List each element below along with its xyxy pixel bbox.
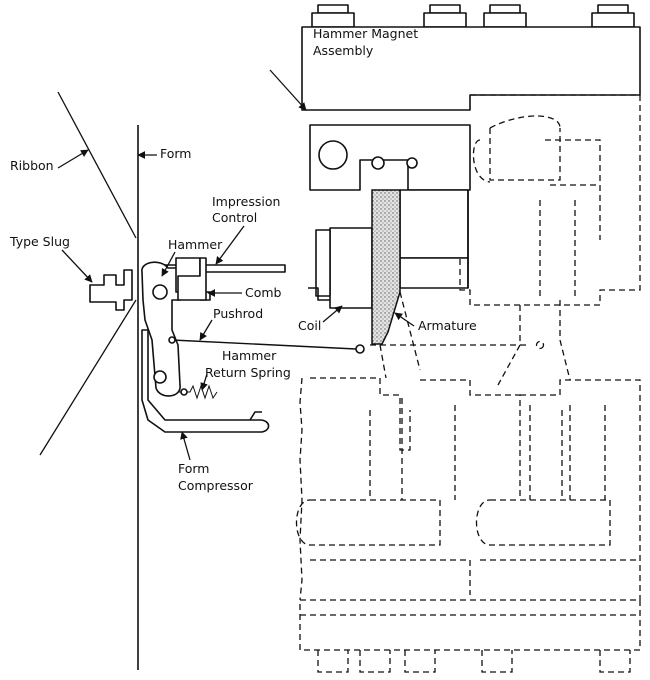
comb-shape [177,257,207,301]
form-label: Form [160,146,192,161]
form-compressor [141,329,270,433]
impression-control-label: Impression [212,194,280,209]
form-compressor-label-2: Compressor [178,478,254,493]
armature-label: Armature [418,318,477,333]
adjacent-hammer-units [296,94,641,673]
armature-shape [371,189,401,345]
ribbon-line-lower [39,299,137,456]
form-compressor-label: Form [178,461,210,476]
hammer-magnet-assembly-label: Hammer Magnet [313,26,418,41]
ribbon-line [57,91,137,239]
coil-body [329,227,373,309]
impression-control-label-2: Control [212,210,257,225]
pushrod-label: Pushrod [213,306,263,321]
type-slug-label: Type Slug [9,234,70,249]
hammer-magnet-assembly [301,26,641,309]
hammer-label: Hammer [168,237,223,252]
pushrod-line [171,339,357,350]
type-slug-shape [89,269,133,311]
hammer-return-spring-label-2: Return Spring [205,365,291,380]
coil-label: Coil [298,318,321,333]
hammer-magnet-assembly-label-2: Assembly [313,43,374,58]
top-screws [311,4,635,28]
ribbon-label: Ribbon [10,158,54,173]
hammer-return-spring-label: Hammer [222,348,277,363]
comb-label: Comb [245,285,282,300]
